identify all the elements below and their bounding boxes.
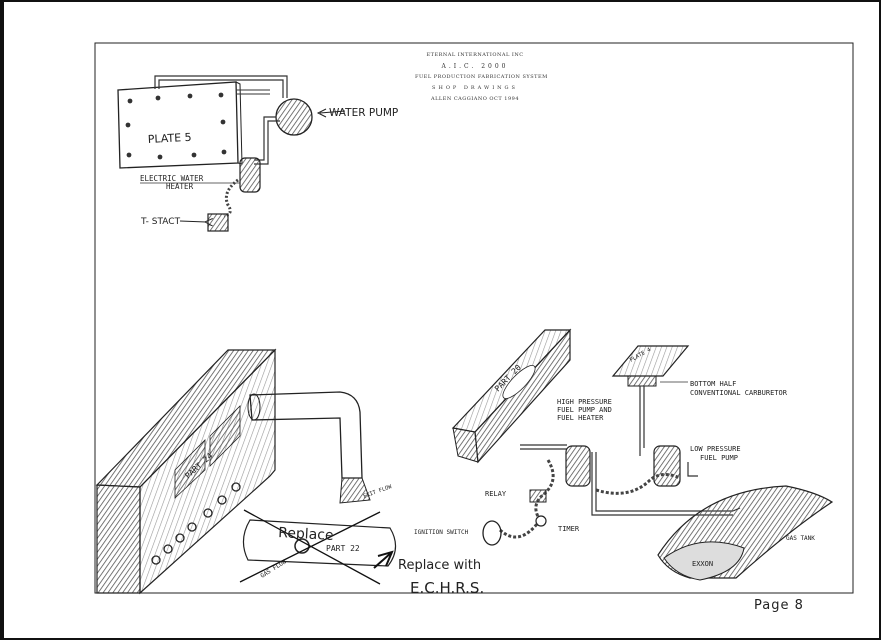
sheet-border [94,42,854,594]
water-pump-label: WATER PUMP [329,107,398,119]
hp-pump-label-3: FUEL HEATER [557,414,604,422]
hp-pump-label-1: HIGH PRESSURE [557,398,612,406]
title-drawings: SHOP DRAWINGS [432,85,518,91]
lp-pump-shape [653,445,681,487]
title-company: ETERNAL INTERNATIONAL INC [426,52,524,58]
water-pump-shape [275,98,313,136]
exxon-label: EXXON [692,560,713,568]
t-stact-label: T- STACT [140,217,181,227]
heater-label-1: ELECTRIC WATER [140,174,204,183]
ignition-switch-shape [482,520,502,546]
plate5-bolts [125,92,227,160]
plate5-assembly [117,75,346,232]
ignition-switch-label: IGNITION SWITCH [414,529,469,536]
part22-label: PART 22 [326,544,360,553]
replace-with-label: Replace with [398,558,481,573]
part24-knobs [151,482,241,565]
fuel-system [451,328,834,581]
echrs-label: E.C.H.R.S. [410,579,484,597]
title-model: A.I.C. 2000 [441,63,509,70]
relay-shape [529,489,547,503]
bottom-half-label-1: BOTTOM HALF [690,380,736,388]
hp-pump-label-2: FUEL PUMP AND [557,406,612,414]
title-block: ETERNAL INTERNATIONAL INC A.I.C. 2000 FU… [415,50,548,105]
hp-pump-shape [565,445,591,487]
water-heater-shape [239,157,261,193]
plate5-label: PLATE 5 [147,131,191,146]
title-system: FUEL PRODUCTION FABRICATION SYSTEM [415,74,548,80]
t-stact-shape [207,213,229,232]
relay-label: RELAY [485,490,507,498]
exit-flow-label: EXIT FLOW [363,484,394,500]
bottom-half-label-2: CONVENTIONAL CARBURETOR [690,389,788,397]
part24-assembly [95,348,397,595]
timer-shape [535,515,547,527]
gas-tank-label: GAS TANK [786,535,815,542]
lp-pump-label-1: LOW PRESSURE [690,445,741,453]
page-number: Page 8 [754,598,804,613]
lp-pump-label-2: FUEL PUMP [700,454,738,462]
timer-label: TIMER [558,525,580,533]
title-author: ALLEN CAGGIANO OCT 1994 [430,96,519,102]
replace-label: Replace [278,525,334,544]
heater-label-2: HEATER [166,182,194,191]
